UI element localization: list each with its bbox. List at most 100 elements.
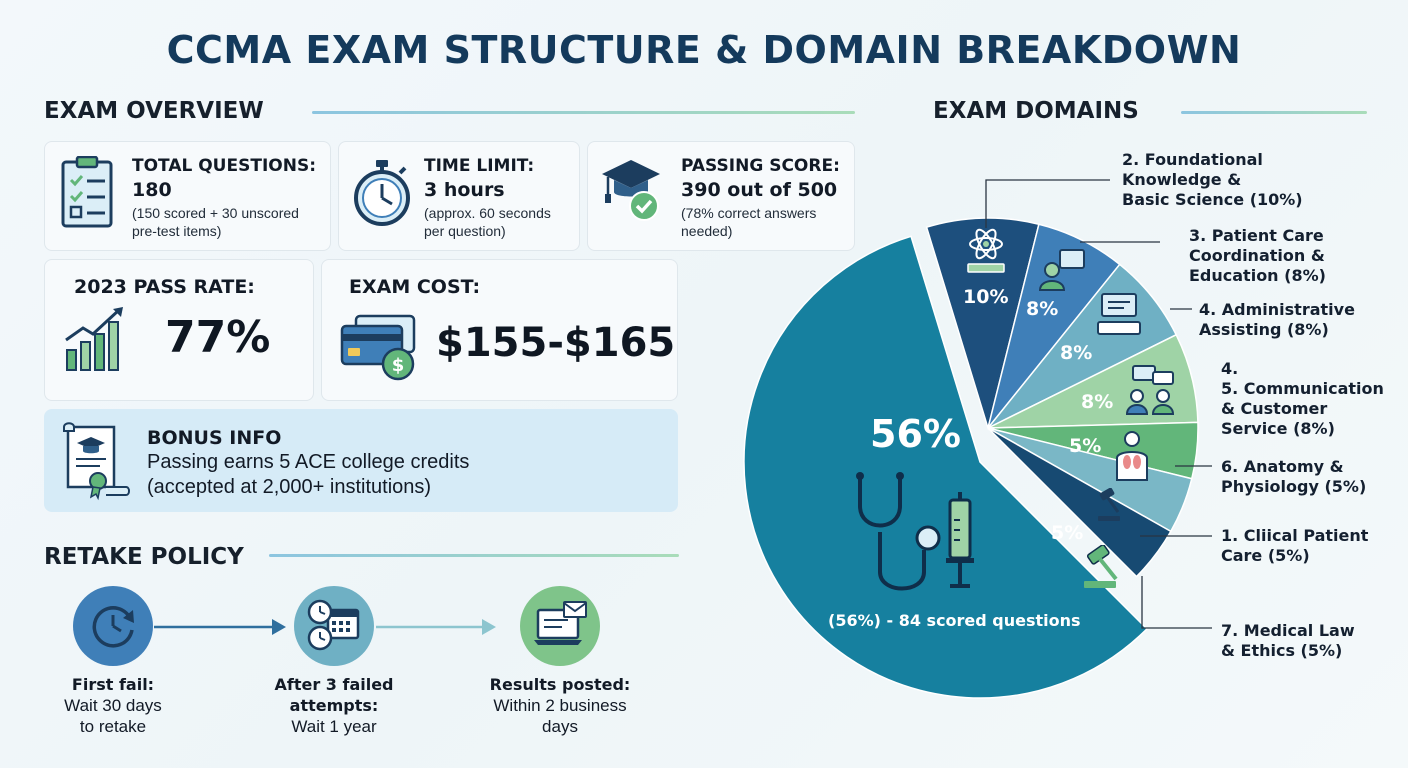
legend-administrative: 4. Administrative Assisting (8%) — [1199, 300, 1355, 340]
total-questions-note-2: pre-test items) — [132, 223, 222, 239]
slice-label-administrative: 8% — [1060, 342, 1093, 364]
time-limit-value: 3 hours — [424, 179, 505, 201]
legend-law-line-2: & Ethics (5%) — [1221, 641, 1343, 660]
legend-clinical-line-2: Care (5%) — [1221, 546, 1310, 565]
results-line-2: days — [542, 717, 578, 736]
passing-score-card: PASSING SCORE: 390 out of 500 (78% corre… — [587, 141, 855, 251]
pie-slice-7 — [743, 235, 1148, 699]
graduation-cap-icon — [602, 160, 660, 221]
results-step — [520, 586, 600, 666]
anatomy-torso-icon — [1116, 431, 1148, 481]
overview-divider — [312, 111, 855, 114]
patient-education-icon — [1038, 249, 1085, 291]
retake-heading: RETAKE POLICY — [44, 544, 244, 570]
domains-divider — [1181, 111, 1367, 114]
first-fail-line-2: to retake — [79, 717, 147, 736]
computer-keyboard-icon — [1097, 293, 1141, 335]
retake-divider — [269, 554, 679, 557]
legend-foundational: 2. Foundational Knowledge & Basic Scienc… — [1122, 150, 1303, 210]
calendar-clock-icon — [307, 599, 360, 651]
legend-anatomy: 6. Anatomy & Physiology (5%) — [1221, 457, 1366, 497]
three-fails-bold-2: attempts: — [289, 696, 379, 715]
three-fails-bold-1: After 3 failed — [274, 675, 394, 694]
growth-chart-icon — [65, 307, 123, 371]
exam-cost-card: EXAM COST: $ $155-$165 — [321, 259, 678, 401]
pie-slice-6 — [987, 427, 1172, 578]
legend-pcc-line-1: 3. Patient Care — [1189, 226, 1324, 245]
stethoscope-syringe-icon — [856, 472, 974, 591]
total-questions-note-1: (150 scored + 30 unscored — [132, 205, 299, 221]
legend-clinical: 1. Cliical Patient Care (5%) — [1221, 526, 1368, 566]
page-title: CCMA EXAM STRUCTURE & DOMAIN BREAKDOWN — [166, 28, 1242, 72]
pass-rate-card: 2023 PASS RATE: 77% — [44, 259, 314, 401]
legend-law-line-1: 7. Medical Law — [1221, 621, 1355, 640]
first-fail-text: First fail: Wait 30 days to retake — [30, 674, 196, 737]
time-limit-label: TIME LIMIT: — [424, 156, 535, 176]
domains-pie-chart — [743, 217, 1199, 699]
bonus-line-2: (accepted at 2,000+ institutions) — [147, 476, 432, 498]
total-questions-label: TOTAL QUESTIONS: — [132, 156, 316, 176]
passing-score-value: 390 out of 500 — [681, 179, 838, 201]
time-limit-note-2: per question) — [424, 223, 506, 239]
checklist-icon — [61, 156, 113, 228]
legend-communication: 4. 5. Communication & Customer Service (… — [1221, 359, 1384, 439]
legend-leader-lines — [985, 179, 1212, 629]
svg-text:$: $ — [392, 355, 405, 376]
results-bold: Results posted: — [489, 675, 631, 694]
retake-flow-arrows — [154, 619, 496, 635]
slice-label-foundational: 10% — [963, 286, 1009, 308]
clock-refresh-icon — [92, 606, 134, 648]
legend-comm-line-3: Service (8%) — [1221, 419, 1335, 438]
total-questions-card: TOTAL QUESTIONS: 180 (150 scored + 30 un… — [44, 141, 331, 251]
diploma-icon — [63, 422, 130, 501]
legend-clinical-line-1: 1. Cliical Patient — [1221, 526, 1369, 545]
first-fail-bold: First fail: — [71, 675, 155, 694]
passing-score-label: PASSING SCORE: — [681, 156, 840, 176]
results-text: Results posted: Within 2 business days — [470, 674, 650, 737]
bonus-label: BONUS INFO — [147, 427, 282, 449]
legend-foundational-line-1: 2. Foundational — [1122, 150, 1263, 169]
time-limit-card: TIME LIMIT: 3 hours (approx. 60 seconds … — [338, 141, 580, 251]
total-questions-value: 180 — [132, 179, 172, 201]
legend-comm-line-1: 5. Communication — [1221, 379, 1384, 398]
laptop-email-icon — [534, 601, 587, 645]
legend-comm-line-2: & Customer — [1221, 399, 1328, 418]
pie-center-note: (56%) - 84 scored questions — [828, 611, 1081, 630]
legend-pcc-line-3: Education (8%) — [1189, 266, 1326, 285]
bonus-line-1: Passing earns 5 ACE college credits — [147, 451, 470, 473]
credit-card-icon: $ — [340, 314, 416, 381]
slice-label-patient-care-coordination: 8% — [1026, 298, 1059, 320]
slice-label-communication: 8% — [1081, 391, 1114, 413]
legend-foundational-line-3: Basic Science (10%) — [1122, 190, 1303, 209]
results-line-1: Within 2 business — [493, 696, 627, 715]
three-fails-line-1: Wait 1 year — [291, 717, 377, 736]
legend-pcc-line-2: Coordination & — [1189, 246, 1325, 265]
legend-admin-line-1: 4. Administrative — [1199, 300, 1355, 319]
legend-admin-line-2: Assisting (8%) — [1199, 320, 1329, 339]
three-fails-text: After 3 failed attempts: Wait 1 year — [250, 674, 418, 737]
legend-medical-law: 7. Medical Law & Ethics (5%) — [1221, 621, 1355, 661]
pie-center-percent: 56% — [870, 412, 961, 456]
time-limit-note-1: (approx. 60 seconds — [424, 205, 551, 221]
pass-rate-label: 2023 PASS RATE: — [74, 276, 255, 298]
first-fail-step — [73, 586, 153, 666]
slice-label-anatomy: 5% — [1069, 435, 1102, 457]
exam-cost-value: $155-$165 — [436, 320, 676, 366]
overview-heading: EXAM OVERVIEW — [44, 98, 264, 124]
first-fail-line-1: Wait 30 days — [64, 696, 162, 715]
passing-score-note-2: needed) — [681, 223, 733, 239]
gavel-small-icon — [1098, 488, 1120, 521]
legend-anatomy-line-2: Physiology (5%) — [1221, 477, 1367, 496]
pass-rate-value: 77% — [165, 312, 271, 363]
legend-patient-care-coordination: 3. Patient Care Coordination & Education… — [1189, 226, 1326, 286]
passing-score-note-1: (78% correct answers — [681, 205, 817, 221]
slice-label-clinical: 5% — [1051, 522, 1084, 544]
legend-foundational-line-2: Knowledge & — [1122, 170, 1242, 189]
atom-book-icon — [967, 228, 1005, 273]
legend-anatomy-line-1: 6. Anatomy & — [1221, 457, 1344, 476]
domains-heading: EXAM DOMAINS — [933, 98, 1139, 124]
exam-cost-label: EXAM COST: — [349, 276, 481, 298]
pie-slice-0 — [925, 217, 1040, 431]
bonus-info-panel: BONUS INFO Passing earns 5 ACE college c… — [44, 409, 678, 512]
legend-comm-line-0: 4. — [1221, 359, 1239, 378]
